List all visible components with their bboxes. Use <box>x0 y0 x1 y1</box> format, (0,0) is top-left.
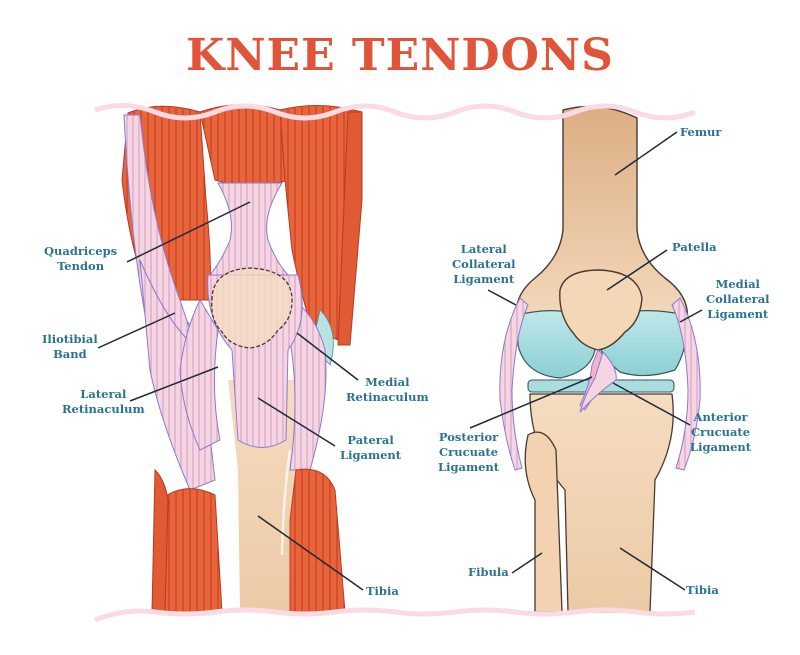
label-quadriceps-tendon: Quadriceps Tendon <box>44 244 117 274</box>
label-line: Anterior <box>693 410 748 424</box>
label-lateral-retinaculum: Lateral Retinaculum <box>62 387 145 417</box>
lcl-shape <box>499 297 529 471</box>
rectus-femoris-muscle <box>199 104 291 186</box>
label-line: Quadriceps <box>44 244 118 258</box>
label-line: Tibia <box>686 583 719 597</box>
label-lateral-collateral-ligament: Lateral Collateral Ligament <box>452 242 516 287</box>
joint-view-knee <box>499 105 701 613</box>
label-medial-retinaculum: Medial Retinaculum <box>346 375 429 405</box>
label-posterior-crucuate-ligament: Posterior Crucuate Ligament <box>438 430 499 475</box>
front-patella <box>211 267 293 349</box>
label-line: Posterior <box>438 430 499 444</box>
label-line: Lateral <box>460 242 507 256</box>
label-pateral-ligament: Pateral Ligament <box>340 433 401 463</box>
label-line: Ligament <box>453 272 515 286</box>
top-wave-border <box>94 103 696 121</box>
label-line: Medial <box>365 375 410 389</box>
lower-lateral-muscle <box>159 488 223 613</box>
label-patella: Patella <box>672 240 717 255</box>
label-line: Tendon <box>57 259 105 273</box>
label-line: Retinaculum <box>62 402 145 416</box>
front-view-knee <box>121 104 363 613</box>
label-anterior-crucuate-ligament: Anterior Crucuate Ligament <box>690 410 751 455</box>
label-line: Band <box>53 347 87 361</box>
quadriceps-tendon-shape <box>208 182 290 276</box>
label-line: Ligament <box>340 448 402 462</box>
femur-bone <box>515 105 689 331</box>
label-medial-collateral-ligament: Medial Collateral Ligament <box>706 277 770 322</box>
label-fibula: Fibula <box>468 565 509 580</box>
label-line: Medial <box>715 277 760 291</box>
mcl-shape <box>671 297 701 471</box>
diagram-title: KNEE TENDONS <box>186 30 614 81</box>
label-line: Patella <box>672 240 717 254</box>
label-line: Retinaculum <box>346 390 429 404</box>
label-front-tibia: Tibia <box>366 584 399 599</box>
label-line: Pateral <box>347 433 394 447</box>
joint-patella <box>559 269 643 351</box>
label-femur: Femur <box>680 125 721 140</box>
label-iliotibial-band: Iliotibial Band <box>42 332 98 362</box>
label-line: Lateral <box>80 387 127 401</box>
lower-medial-muscle <box>289 468 346 613</box>
fibula-bone <box>524 431 563 613</box>
leader-lines <box>97 131 703 591</box>
lateral-retinaculum-shape <box>179 298 221 451</box>
label-line: Ligament <box>438 460 500 474</box>
label-line: Collateral <box>706 292 770 306</box>
label-line: Collateral <box>452 257 516 271</box>
label-line: Ligament <box>707 307 769 321</box>
label-line: Fibula <box>468 565 509 579</box>
pcl-shape <box>579 351 617 413</box>
label-line: Crucuate <box>439 445 499 459</box>
sartorius-muscle <box>337 111 363 346</box>
label-line: Tibia <box>366 584 399 598</box>
label-joint-tibia: Tibia <box>686 583 719 598</box>
label-line: Femur <box>680 125 722 139</box>
label-line: Iliotibial <box>42 332 98 346</box>
label-line: Ligament <box>690 440 752 454</box>
label-line: Crucuate <box>691 425 751 439</box>
bottom-wave-border <box>94 607 696 623</box>
